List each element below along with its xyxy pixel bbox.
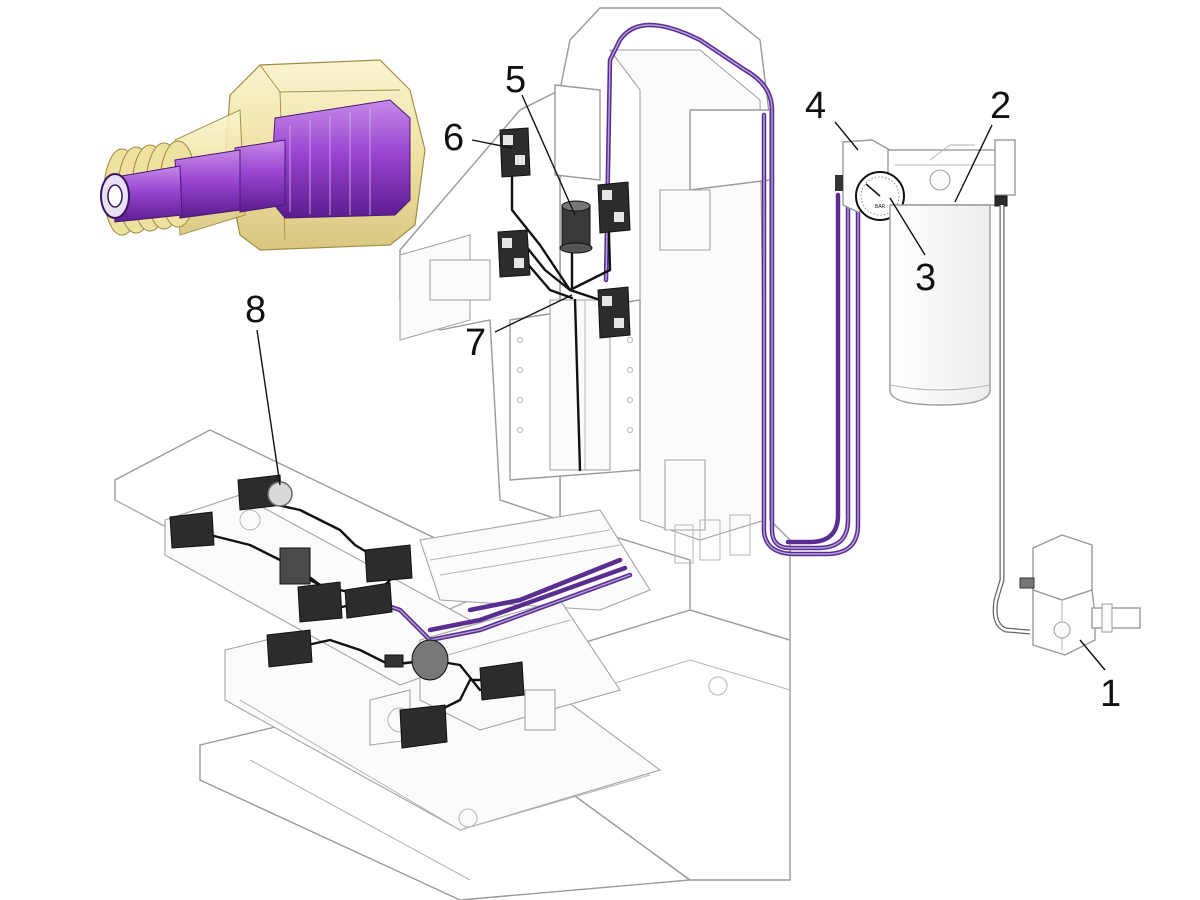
filter-tank (889, 204, 991, 406)
callout-6: 6 (443, 117, 464, 159)
distribution-block-upper-left (499, 127, 531, 178)
callout-8: 8 (245, 289, 266, 331)
machine-column (399, 7, 791, 641)
gauge-unit-label: BAR (875, 204, 886, 210)
callout-5: 5 (505, 59, 526, 101)
leader-lines (256, 94, 1106, 671)
distribution-block-upper-right (597, 181, 631, 234)
column-rib-slots (674, 514, 751, 564)
distribution-block-left (497, 229, 531, 278)
table-blocks (169, 474, 525, 749)
callout-1: 1 (1100, 673, 1121, 715)
callout-3: 3 (915, 257, 936, 299)
fitting-detail-inset (100, 59, 426, 251)
lube-pump (1019, 534, 1141, 656)
callout-7: 7 (465, 322, 486, 364)
callout-labels: 1 2 3 4 5 6 7 8 (245, 59, 1121, 715)
spindle-fitting (559, 200, 593, 254)
feed-tube (992, 205, 1031, 635)
callout-4: 4 (805, 85, 826, 127)
fitting-purple-core (109, 99, 411, 223)
metering-unit-icon (267, 481, 293, 507)
distribution-block-right (597, 286, 631, 339)
callout-2: 2 (990, 85, 1011, 127)
